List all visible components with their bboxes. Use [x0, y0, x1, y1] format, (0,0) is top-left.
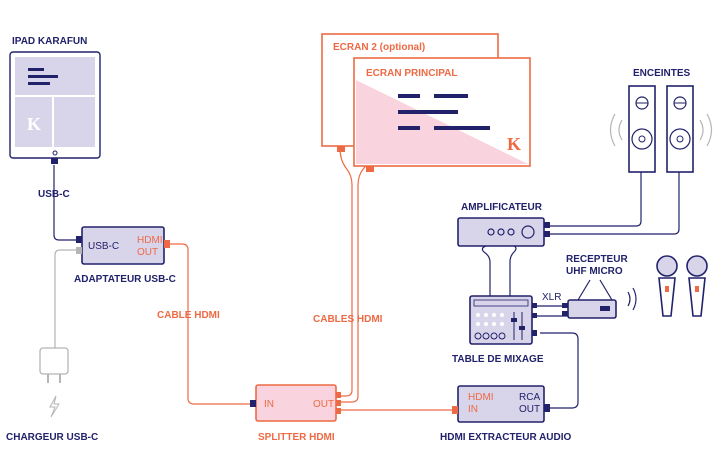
ipad-karafun: K [9, 51, 101, 164]
speaker-left [628, 85, 656, 173]
adapter-in-label: USB-C [88, 241, 119, 252]
amplifier-label: AMPLIFICATEUR [461, 202, 543, 213]
hdmi-cable-screen2 [339, 147, 353, 397]
charger-usbc [39, 347, 69, 418]
speaker-cable-1 [550, 172, 642, 227]
screen2-label: ECRAN 2 (optional) [333, 42, 425, 53]
cables-hdmi-label: CABLES HDMI [313, 314, 383, 325]
microphone-1 [656, 255, 678, 317]
speakers-label: ENCEINTES [633, 68, 691, 79]
adapter-out-label-2: OUT [137, 247, 158, 258]
mixer-amp-cable-1 [481, 245, 491, 296]
sound-waves-mics [627, 287, 637, 311]
adapter-out-label-1: HDMI [137, 235, 163, 246]
mixer-amp-cable-2 [509, 245, 517, 296]
sound-waves-speakers [609, 113, 713, 147]
usbc-cable [53, 165, 80, 241]
screen-logo: K [507, 134, 521, 154]
extractor-in-label-1: HDMI [468, 392, 494, 403]
xlr-label: XLR [542, 292, 561, 303]
cable-hdmi-label: CABLE HDMI [157, 310, 220, 321]
speaker-right [666, 85, 694, 173]
ipad-label: IPAD KARAFUN [12, 36, 87, 47]
uhf-receiver [562, 279, 617, 319]
ipad-logo: K [27, 114, 41, 134]
amplifier [457, 217, 550, 247]
charger-label: CHARGEUR USB-C [6, 432, 98, 443]
charger-cable [54, 249, 80, 352]
receiver-label-1: RECEPTEUR [566, 254, 628, 265]
lightning-icon [49, 395, 60, 418]
extractor-in-label-2: IN [468, 404, 478, 415]
cable-hdmi-line [170, 243, 252, 405]
hdmi-audio-extractor: HDMI IN RCA OUT [452, 385, 550, 423]
mixing-desk [469, 295, 537, 345]
usbc-cable-label: USB-C [38, 189, 70, 200]
adapter-label: ADAPTATEUR USB-C [74, 274, 176, 285]
screen-principal: K [353, 57, 531, 172]
mixer-label: TABLE DE MIXAGE [452, 354, 544, 365]
splitter-hdmi: IN OUT [250, 384, 341, 422]
splitter-label: SPLITTER HDMI [258, 432, 335, 443]
receiver-label-2: UHF MICRO [566, 266, 623, 277]
extractor-out-label-1: RCA [519, 392, 540, 403]
extractor-label: HDMI EXTRACTEUR AUDIO [440, 432, 572, 443]
hdmi-cable-screen-main [340, 163, 371, 403]
adapter-usbc: USB-C HDMI OUT [76, 226, 170, 265]
screen-main-label: ECRAN PRINCIPAL [366, 68, 457, 79]
microphone-2 [686, 255, 708, 317]
speaker-cable-2 [550, 172, 680, 235]
splitter-in-label: IN [264, 399, 274, 410]
splitter-out-label: OUT [313, 399, 334, 410]
rca-cable [540, 332, 579, 409]
extractor-out-label-2: OUT [519, 404, 540, 415]
